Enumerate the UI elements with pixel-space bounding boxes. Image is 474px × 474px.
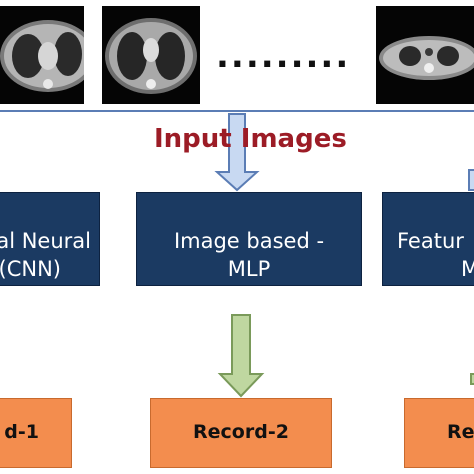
model-box-feature-mlp-line2: M bbox=[461, 255, 474, 283]
more-images-ellipsis: ......... bbox=[216, 36, 351, 76]
input-image-strip: ......... bbox=[0, 0, 474, 112]
model-box-image-mlp-line1: Image based - bbox=[173, 229, 325, 253]
record-box-1: d-1 bbox=[0, 398, 72, 468]
ct-scan-image-1 bbox=[0, 6, 84, 104]
ct-scan-image-2 bbox=[102, 6, 200, 104]
ct-scan-image-3 bbox=[376, 6, 474, 104]
record-box-2-label: Record-2 bbox=[193, 421, 289, 443]
record-box-3-label: Rec bbox=[447, 421, 474, 443]
output-arrow-to-record-2 bbox=[217, 314, 265, 398]
record-box-3: Rec bbox=[404, 398, 474, 468]
model-box-feature-mlp-line1: Featur bbox=[397, 229, 464, 253]
input-arrow-to-feature bbox=[468, 169, 474, 191]
record-box-2: Record-2 bbox=[150, 398, 332, 468]
record-box-1-label: d-1 bbox=[4, 421, 39, 443]
model-box-image-mlp-line2: MLP bbox=[227, 257, 271, 281]
input-arrow-to-mlp bbox=[214, 113, 260, 192]
model-box-cnn-line1: nal Neural bbox=[0, 229, 91, 253]
output-arrow-to-record-3 bbox=[470, 373, 474, 385]
model-box-cnn-line2: (CNN) bbox=[0, 257, 61, 281]
diagram-title: Input Images bbox=[154, 124, 347, 154]
model-box-cnn: nal Neural (CNN) bbox=[0, 192, 100, 286]
model-box-feature-mlp: Featur M bbox=[382, 192, 474, 286]
model-box-image-mlp: Image based - MLP bbox=[136, 192, 362, 286]
